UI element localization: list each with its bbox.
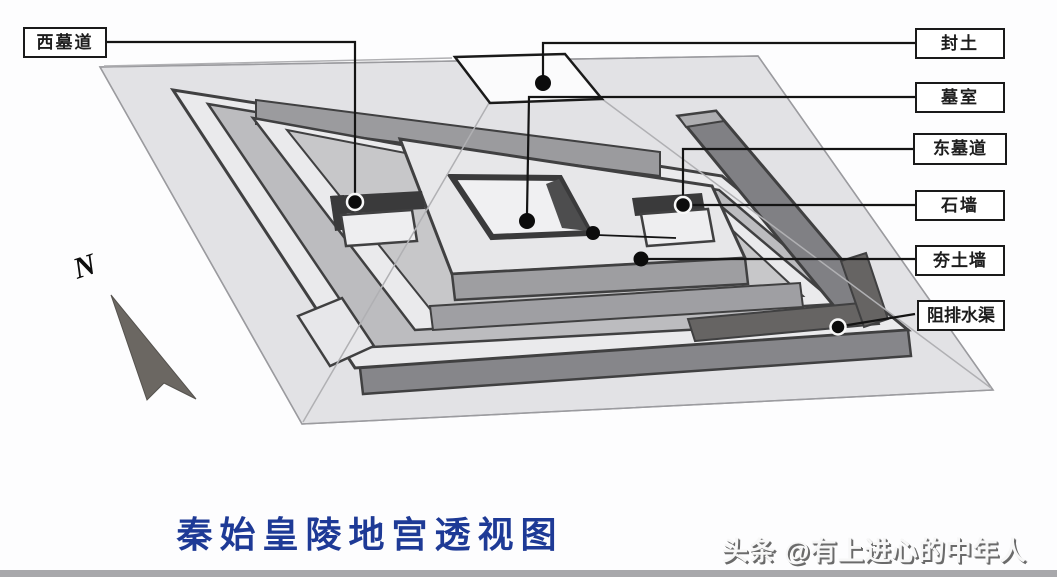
mound-sheet-haze xyxy=(98,55,995,425)
compass-arrow-icon xyxy=(110,294,197,401)
dot-pit-corner xyxy=(586,226,600,240)
dot-mound xyxy=(535,75,551,91)
central-platform-front-face xyxy=(450,256,750,302)
leader-west-passage xyxy=(107,40,357,196)
drainage-channel-south-arm xyxy=(686,300,881,343)
label-mound: 封土 xyxy=(915,28,1005,59)
southwest-step xyxy=(296,296,376,368)
leader-drainage xyxy=(841,312,916,328)
dot-stone-wall xyxy=(673,195,693,215)
label-east-passage: 东墓道 xyxy=(913,133,1007,165)
bottom-strip xyxy=(0,570,1057,577)
middle-tier-front-face xyxy=(428,281,805,332)
leader-mound xyxy=(541,41,915,78)
dot-drainage xyxy=(829,318,847,336)
north-inner-wall-face xyxy=(255,98,661,178)
leader-chamber xyxy=(525,95,915,215)
dot-rammed-earth-wall xyxy=(633,251,649,267)
label-chamber: 墓室 xyxy=(915,82,1005,113)
watermark-text: 头条 @有上进心的中年人 xyxy=(722,536,1027,566)
west-passage-ramp xyxy=(339,208,419,248)
label-rammed-earth-wall: 夯土墙 xyxy=(915,245,1005,276)
leader-pit-corner xyxy=(596,234,677,239)
mound-edge-lines xyxy=(103,57,992,423)
marker-dots xyxy=(345,75,847,336)
label-drainage-channel: 阻排水渠 xyxy=(917,300,1005,331)
mound-flat-top xyxy=(452,52,605,105)
figure-title: 秦始皇陵地宫透视图 xyxy=(176,515,564,555)
dot-west-passage xyxy=(345,192,365,212)
label-west-passage: 西墓道 xyxy=(23,27,107,58)
leader-east-passage xyxy=(681,147,915,199)
east-passage-bar-cap xyxy=(676,109,726,129)
outer-platform-front-face xyxy=(358,328,913,396)
leader-lines xyxy=(107,40,916,328)
pit-inner-wall-shadow xyxy=(546,179,588,231)
dot-chamber xyxy=(519,213,535,229)
label-stone-wall: 石墙 xyxy=(915,190,1005,221)
